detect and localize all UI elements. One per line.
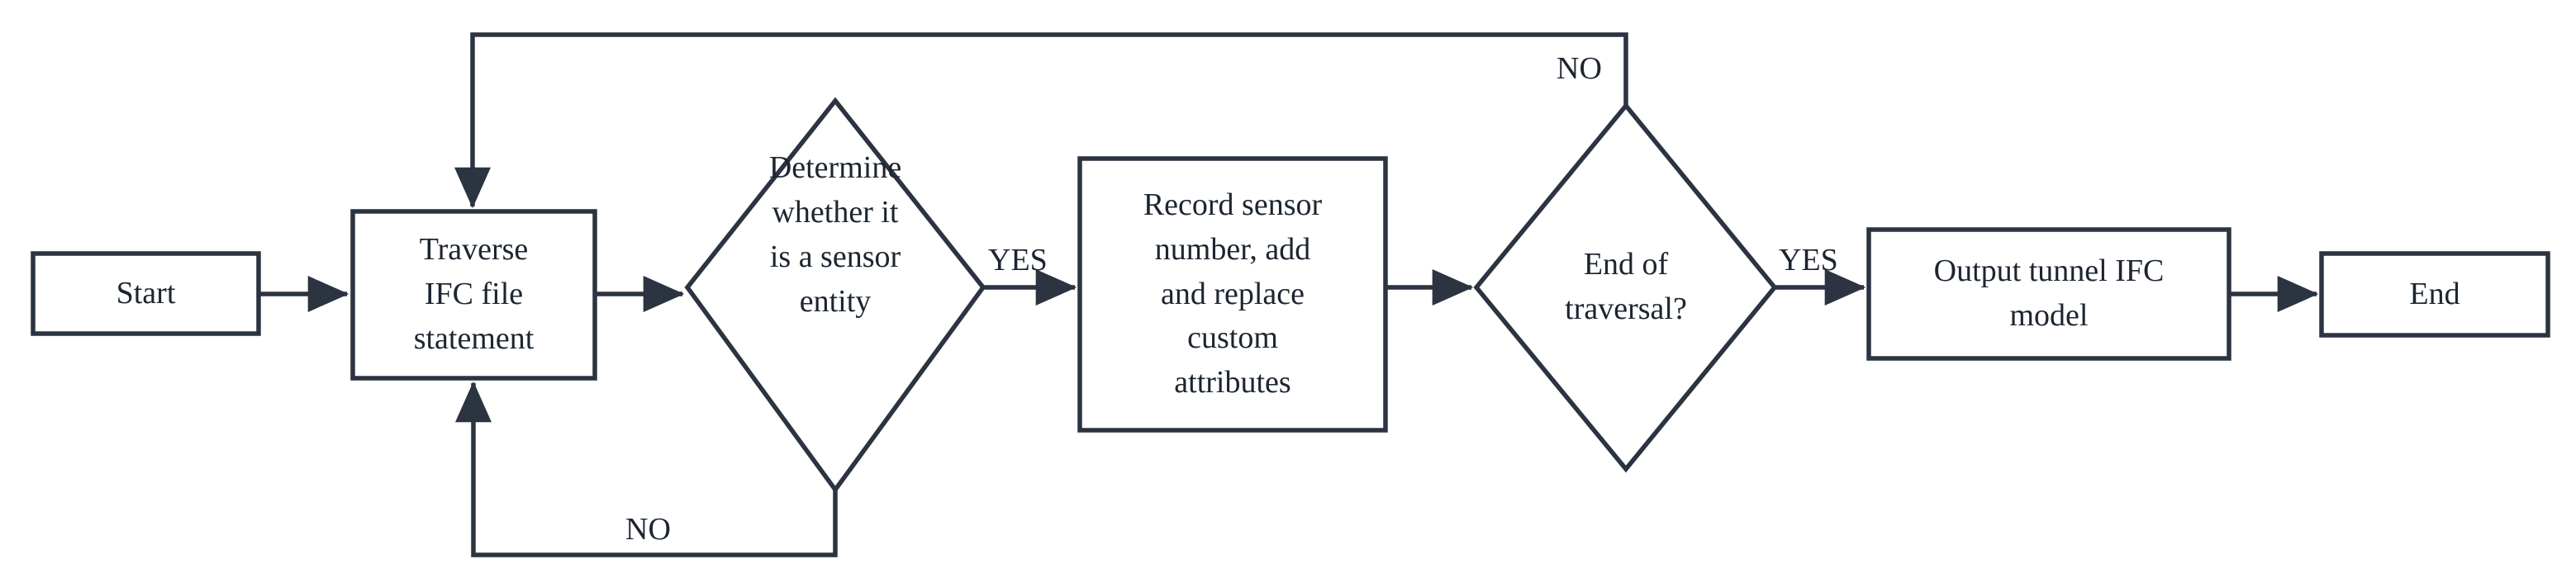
edge-label-decide1-yes: YES [988, 243, 1048, 277]
node-decide1-shape[interactable] [684, 97, 986, 494]
edge-label-decide2-yes: YES [1779, 243, 1838, 277]
edge-decide2-no-to-traverse [454, 32, 1628, 209]
node-record-shape[interactable] [1077, 156, 1388, 433]
node-output-shape[interactable] [1866, 227, 2231, 361]
node-end-shape[interactable] [2319, 251, 2550, 338]
node-decide2-shape[interactable] [1473, 102, 1778, 473]
edge-decide1-no-to-traverse [455, 381, 838, 557]
edge-label-decide2-no: NO [1557, 51, 1602, 86]
edge-label-decide1-no: NO [625, 512, 671, 547]
node-traverse-shape[interactable] [350, 209, 597, 381]
node-start-shape[interactable] [31, 251, 261, 336]
